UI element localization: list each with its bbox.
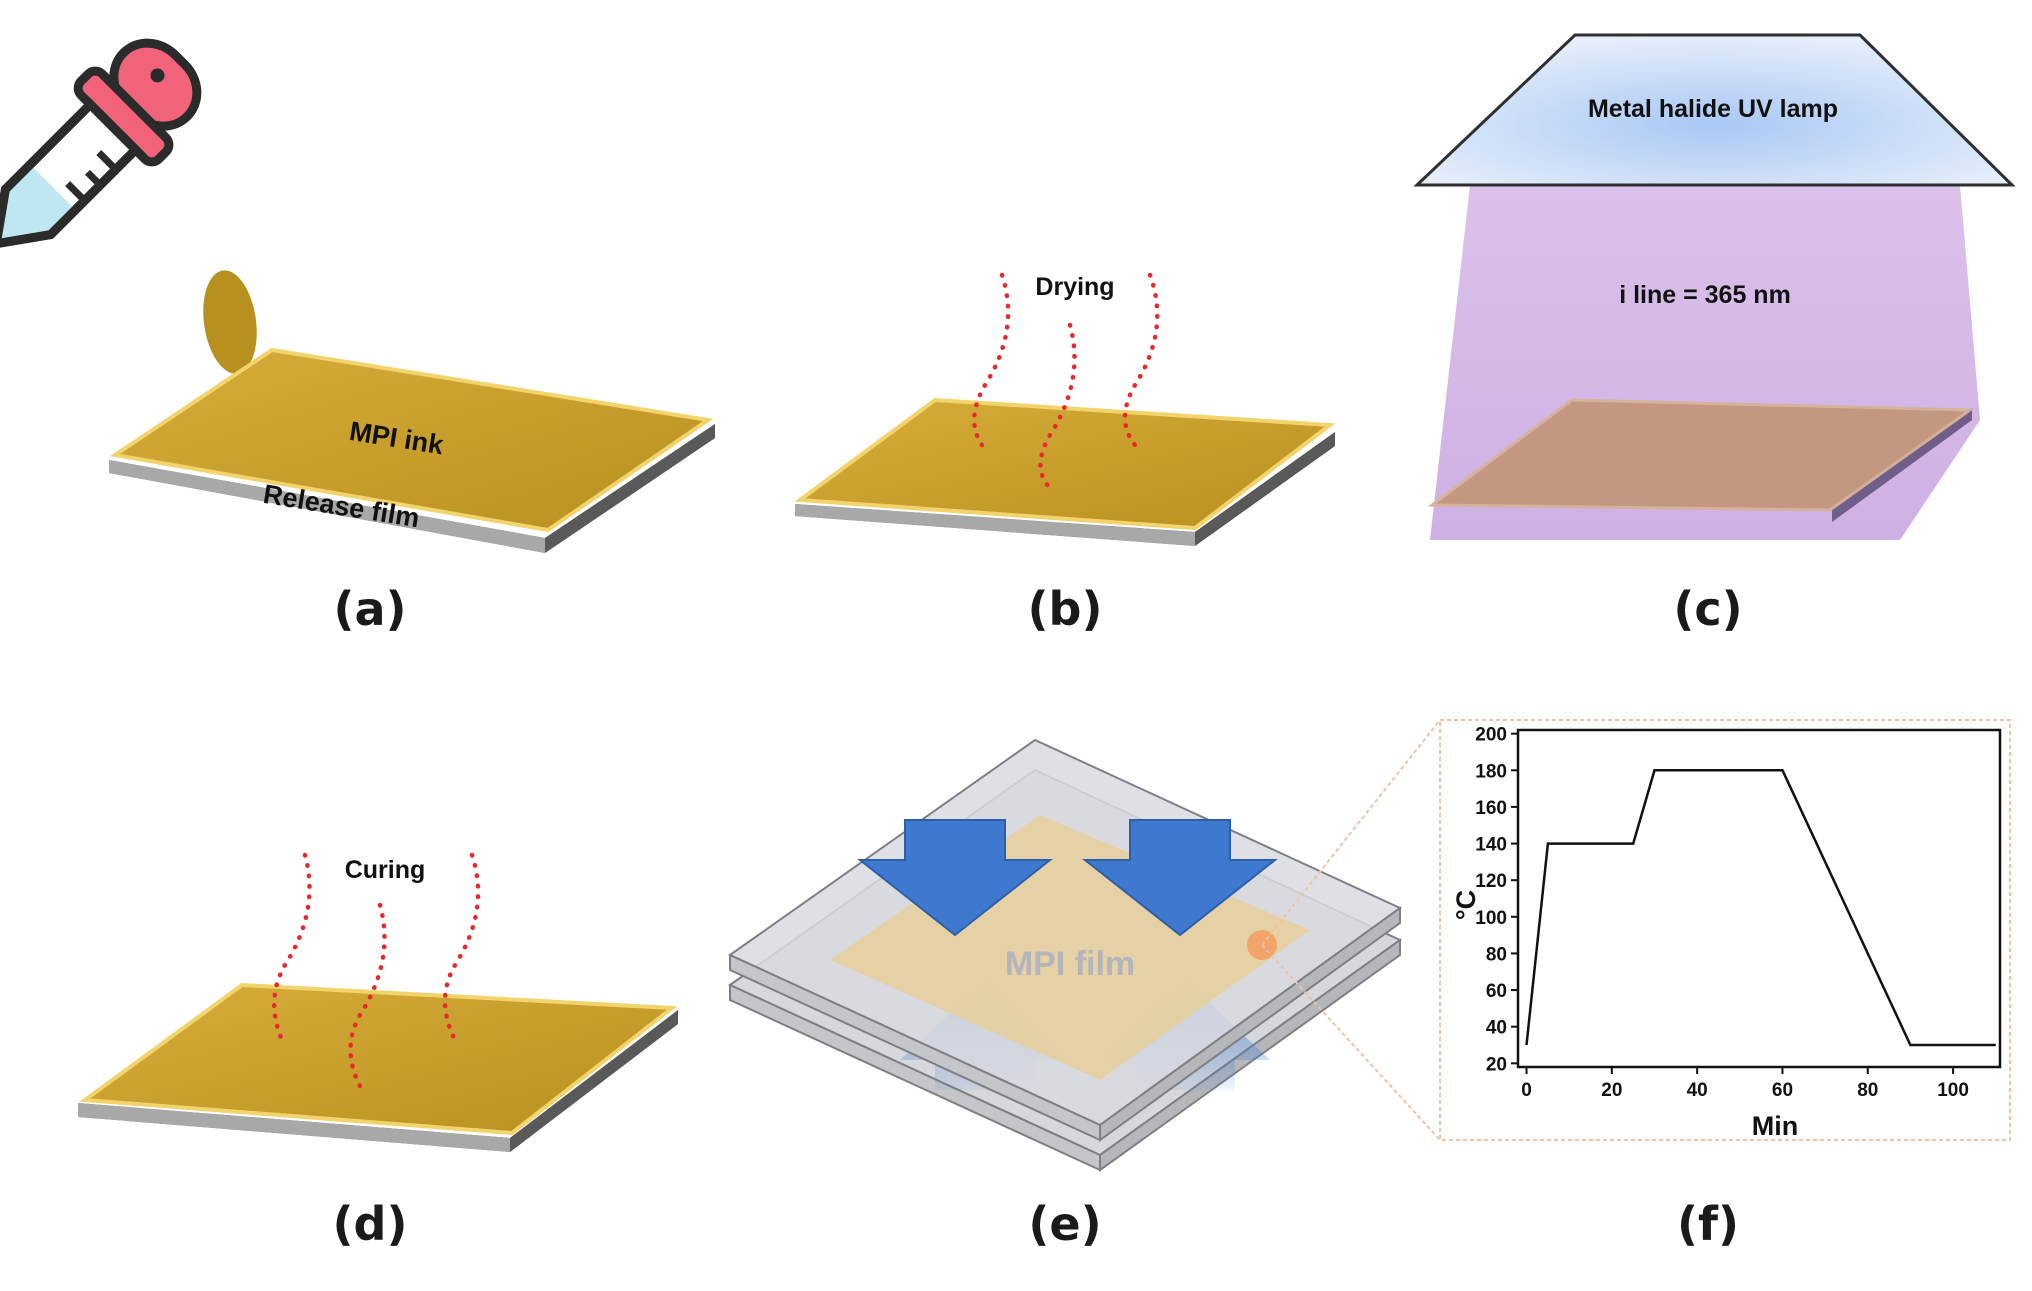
heat-trail-2 (348, 902, 387, 1093)
zoom-line-bottom (1261, 944, 1441, 1141)
ink-layer-d (79, 982, 678, 1136)
zoom-frame (1439, 719, 2011, 1141)
ink-layer-b (794, 397, 1336, 531)
panel-e: MPI film (e) (728, 738, 1402, 1251)
panel-a: MPI ink Release film (a) (0, 38, 715, 636)
mpi-ink-layer (109, 347, 714, 533)
panel-label-f: (f) (1677, 1197, 1739, 1251)
y-tick-label: 180 (1475, 761, 1507, 782)
y-tick-label: 160 (1475, 798, 1507, 819)
y-tick-label: 100 (1475, 908, 1507, 929)
y-tick-label: 40 (1486, 1018, 1507, 1039)
panel-label-c: (c) (1673, 582, 1742, 636)
x-tick-label: 40 (1687, 1080, 1708, 1101)
panel-c: Metal halide UV lamp i line = 365 nm (c) (1413, 33, 2016, 636)
temperature-profile-chart: 20 40 60 80 100 120 140 160 180 200 0 20 40 60 80 100 (1475, 725, 2002, 1101)
panel-label-a: (a) (333, 582, 406, 636)
press-arrow-down-right (1082, 819, 1278, 937)
panel-d: Curing (d) (78, 852, 678, 1251)
x-tick-label: 0 (1521, 1080, 1532, 1101)
dropper-icon (0, 38, 202, 250)
x-tick-label: 60 (1772, 1080, 1793, 1101)
y-axis-label: °C (1451, 890, 1481, 920)
panel-label-e: (e) (1028, 1197, 1101, 1251)
heat-trail-1 (271, 852, 312, 1043)
y-tick-label: 120 (1475, 871, 1507, 892)
x-tick-label: 100 (1937, 1080, 1969, 1101)
substrate-c (1832, 408, 1972, 522)
vapor-trail-1 (971, 272, 1011, 448)
curing-label: Curing (345, 856, 426, 884)
x-axis-label: Min (1752, 1111, 1799, 1141)
panel-f: 20 40 60 80 100 120 140 160 180 200 0 20 40 60 80 100 M… (1261, 719, 2011, 1251)
temperature-series-line (1525, 769, 1996, 1047)
lamp-label: Metal halide UV lamp (1588, 95, 1838, 123)
mpi-film-label: MPI film (1005, 945, 1135, 983)
drying-label: Drying (1035, 273, 1114, 301)
y-tick-label: 140 (1475, 835, 1507, 856)
wavelength-label: i line = 365 nm (1619, 281, 1791, 309)
vapor-trail-3 (1122, 272, 1160, 448)
y-tick-label: 80 (1486, 944, 1507, 965)
panel-label-d: (d) (333, 1197, 408, 1251)
y-tick-label: 60 (1486, 981, 1507, 1002)
vapor-trail-2 (1038, 322, 1077, 493)
lamp-housing (1413, 33, 2016, 187)
y-tick-label: 200 (1475, 725, 1507, 746)
x-tick-label: 80 (1857, 1080, 1878, 1101)
film-layer-c (1427, 398, 1975, 512)
panel-b: Drying (b) (794, 272, 1336, 636)
plot-frame (1516, 728, 2002, 1069)
heat-trail-3 (442, 852, 481, 1043)
ink-drop (203, 270, 257, 374)
zoom-line-top (1261, 719, 1441, 946)
press-arrow-down-left (857, 819, 1053, 937)
panel-label-b: (b) (1028, 582, 1103, 636)
y-tick-label: 20 (1486, 1054, 1507, 1075)
x-tick-label: 20 (1601, 1080, 1622, 1101)
